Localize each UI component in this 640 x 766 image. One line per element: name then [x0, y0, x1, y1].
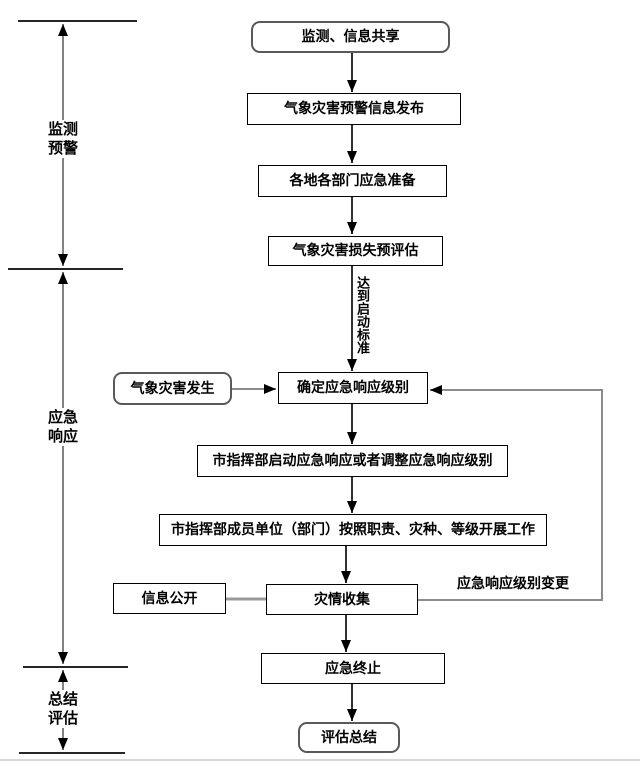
node-disaster-info-collection: 灾情收集: [266, 584, 418, 615]
label-activation-standard: 达到启动标准: [355, 276, 370, 354]
node-members-carry-out-work: 市指挥部成员单位（部门）按照职责、灾种、等级开展工作: [159, 514, 547, 546]
axis-label-summary-evaluation: 总结 评估: [40, 690, 86, 728]
node-loss-preassessment: 气象灾害损失预评估: [268, 236, 443, 266]
axis-label-line: 应急: [47, 409, 78, 426]
node-disaster-occurs: 气象灾害发生: [113, 372, 232, 405]
node-evaluation-summary: 评估总结: [298, 722, 400, 753]
node-determine-response-level: 确定应急响应级别: [278, 372, 428, 404]
node-emergency-preparation: 各地各部门应急准备: [258, 165, 447, 197]
axis-label-emergency-response: 应急 响应: [40, 408, 86, 446]
axis-label-line: 评估: [47, 710, 78, 727]
node-info-disclosure: 信息公开: [113, 583, 226, 614]
axis-label-line: 预警: [47, 140, 78, 157]
axis-label-monitoring-warning: 监测 预警: [40, 120, 86, 158]
node-warning-info-release: 气象灾害预警信息发布: [247, 93, 461, 125]
axis-label-line: 监测: [47, 121, 78, 138]
axis-label-line: 总结: [47, 691, 78, 708]
edge-collection-to-determine-feedback: [418, 385, 603, 601]
label-response-level-change: 应急响应级别变更: [457, 575, 569, 591]
node-start-or-adjust-response: 市指挥部启动应急响应或者调整应急响应级别: [197, 445, 508, 477]
axis-label-line: 响应: [47, 428, 78, 445]
node-monitoring-info-sharing: 监测、信息共享: [251, 21, 450, 53]
node-emergency-termination: 应急终止: [261, 653, 445, 684]
